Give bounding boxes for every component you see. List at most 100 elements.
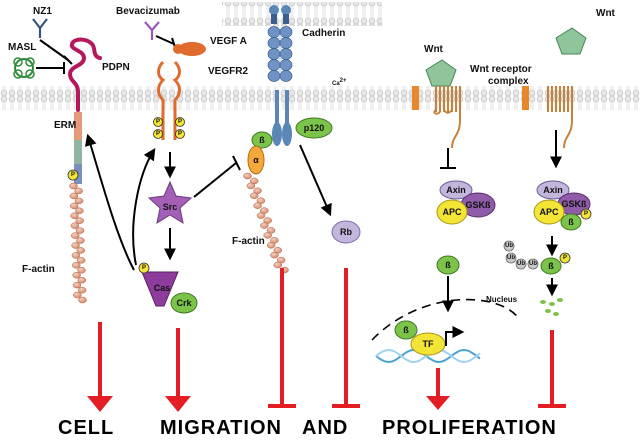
svg-text:APC: APC	[539, 207, 559, 217]
red-arrow-cell	[87, 322, 113, 412]
caption-proliferation: PROLIFERATION	[382, 417, 557, 439]
red-inhibition-wnt-off	[538, 330, 566, 408]
svg-text:Ub: Ub	[505, 243, 513, 249]
phospho-marker-cas: P	[138, 262, 150, 274]
svg-text:p120: p120	[304, 123, 325, 133]
svg-text:Axin: Axin	[446, 185, 466, 195]
vegf-a-ligand	[178, 42, 206, 56]
vegf-a-ligand-tip	[173, 44, 183, 54]
ubiquitinated-beta-catenin: Ub Ub Ub Ub ß P	[503, 240, 571, 275]
wnt-ligand-left	[425, 59, 457, 87]
svg-text:P: P	[563, 255, 567, 261]
wnt-ligand-right	[555, 27, 587, 55]
svg-text:GSKß: GSKß	[465, 200, 491, 210]
red-inhibition-rb	[332, 268, 360, 408]
beta-catenin-nuclear: ß	[394, 320, 418, 340]
destruction-complex-left: Axin GSKß APC	[436, 180, 496, 225]
calcium-label: Ca2+	[332, 78, 347, 87]
svg-text:ß: ß	[259, 135, 265, 145]
svg-text:P: P	[584, 211, 588, 217]
svg-text:Rb: Rb	[340, 227, 352, 237]
svg-text:Ub: Ub	[507, 255, 515, 261]
frizzled-receptor-right	[547, 86, 573, 149]
lrp-coreceptor-left	[412, 86, 419, 110]
svg-text:Ub: Ub	[529, 261, 537, 267]
vegfr2-receptor	[157, 60, 181, 140]
cell-membrane	[0, 2, 640, 110]
wnt-receptor-label: Wnt receptor	[470, 64, 532, 75]
caption-migration: MIGRATION	[160, 417, 282, 439]
src-kinase: Src	[147, 180, 193, 225]
svg-text:Src: Src	[163, 202, 178, 212]
red-arrow-migration	[165, 328, 191, 412]
frizzled-receptor-left	[435, 86, 461, 149]
caption-and: AND	[302, 417, 348, 439]
vegfr2-phospho-markers: P P P P	[153, 117, 185, 139]
svg-text:P: P	[71, 172, 75, 178]
svg-text:Cas: Cas	[154, 283, 171, 293]
bevacizumab-inhibition-arrow	[155, 35, 177, 51]
phospho-marker-erm: P	[67, 169, 79, 181]
f-actin-label-left: F-actin	[22, 264, 55, 275]
crk-protein: Crk	[170, 292, 198, 314]
nz1-inhibition-arrow	[39, 39, 73, 65]
masl-lectin-icon	[13, 57, 35, 79]
pdpn-label: PDPN	[102, 62, 130, 73]
nz1-label: NZ1	[33, 6, 52, 17]
caption-cell: CELL	[58, 417, 114, 439]
vegfr2-label: VEGFR2	[208, 66, 248, 77]
svg-text:ß: ß	[403, 325, 409, 335]
cas-protein: Cas	[141, 271, 179, 307]
beta-catenin-adherens: ß	[251, 131, 273, 149]
nz1-antibody-icon	[32, 18, 48, 38]
svg-text:P: P	[178, 131, 182, 137]
frizzled-loops-left	[433, 109, 453, 115]
nuclear-envelope	[371, 298, 521, 341]
svg-text:ß: ß	[568, 217, 574, 227]
f-actin-filament-left	[69, 182, 87, 304]
svg-text:ß: ß	[445, 260, 451, 270]
wnt-label-left: Wnt	[424, 44, 444, 55]
lrp-coreceptor-right	[522, 86, 529, 110]
p120-catenin: p120	[295, 117, 333, 139]
svg-text:P: P	[178, 119, 182, 125]
cadherin-transmembrane	[272, 90, 292, 146]
svg-text:α: α	[253, 155, 259, 165]
pdpn-receptor	[67, 37, 102, 112]
svg-text:P: P	[142, 265, 146, 271]
wnt-label-right: Wnt	[596, 8, 616, 19]
svg-text:Axin: Axin	[543, 185, 563, 195]
cadherin-label: Cadherin	[302, 28, 345, 39]
svg-text:P: P	[156, 131, 160, 137]
svg-text:GSKß: GSKß	[561, 199, 587, 209]
svg-text:ß: ß	[548, 261, 554, 271]
alpha-catenin: α	[247, 145, 265, 175]
svg-text:APC: APC	[442, 207, 462, 217]
beta-catenin-free: ß	[436, 255, 460, 275]
p120-to-rb-arrow	[299, 144, 332, 217]
vegf-a-label: VEGF A	[210, 36, 247, 47]
degraded-fragments	[540, 298, 563, 316]
masl-label: MASL	[8, 42, 36, 53]
tf-transcription-factor: TF	[410, 332, 446, 356]
cadherin-ectodomains	[267, 26, 293, 82]
destruction-complex-right: Axin GSKß APC ß P	[533, 180, 592, 231]
wnt-receptor-complex-label: complex	[488, 76, 529, 87]
svg-text:Ub: Ub	[517, 261, 525, 267]
masl-inhibition-arrow	[36, 62, 65, 74]
svg-text:TF: TF	[423, 339, 434, 349]
svg-text:Crk: Crk	[176, 298, 192, 308]
nucleus-label: Nucleus	[486, 295, 518, 304]
erm-label: ERM	[54, 120, 76, 131]
cas-to-vegfr2-arrow	[132, 147, 156, 266]
receptor-inhibits-destruction-complex-arrow	[440, 148, 456, 169]
cadherin-dimer	[269, 5, 291, 24]
rb-protein: Rb	[331, 220, 361, 244]
svg-text:P: P	[156, 119, 160, 125]
transcription-start-arrow	[445, 326, 465, 346]
red-arrow-proliferation	[426, 368, 450, 410]
src-inhibits-adherens-arrow	[193, 155, 241, 198]
f-actin-filament-middle	[243, 172, 289, 274]
bevacizumab-label: Bevacizumab	[116, 6, 180, 17]
